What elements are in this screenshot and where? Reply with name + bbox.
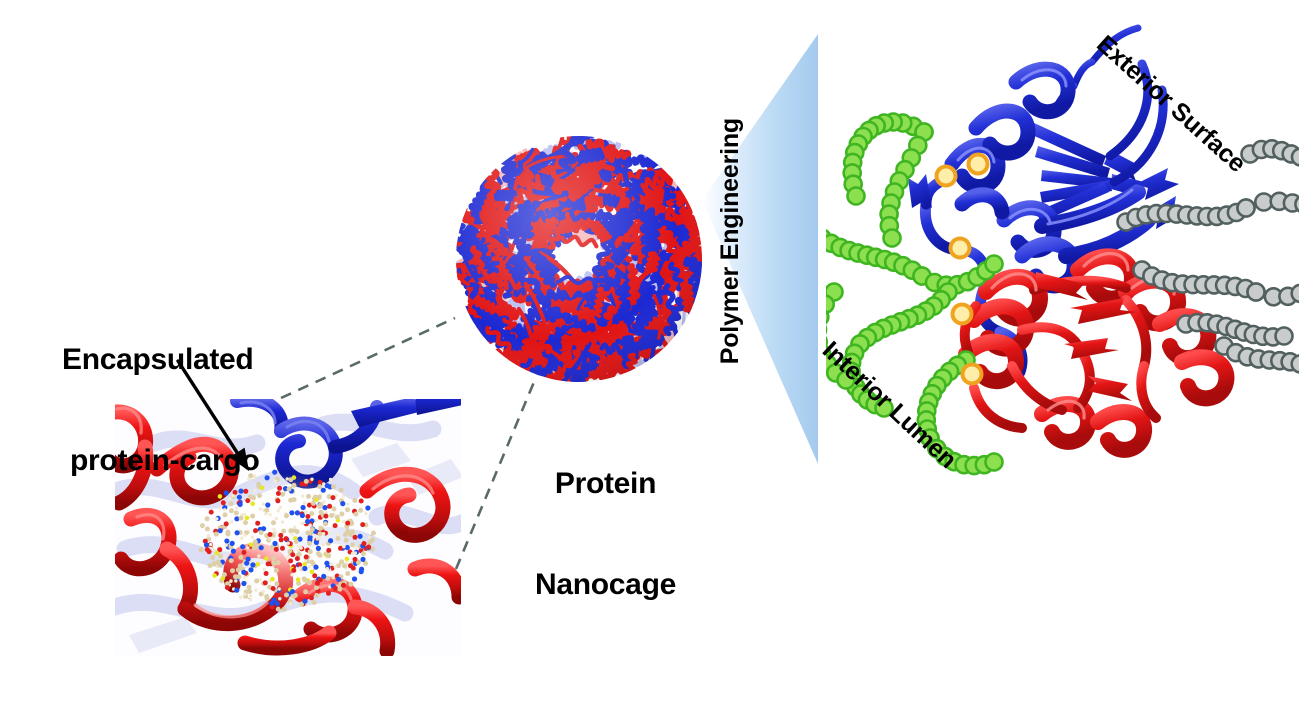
- encapsulated-cargo-label: Encapsulated protein-cargo: [62, 276, 260, 545]
- protein-nanocage-label: Protein Nanocage: [535, 400, 676, 669]
- nanocage-label-line1: Protein: [554, 467, 657, 501]
- cargo-label-line2: protein-cargo: [62, 443, 260, 477]
- arrow-shape: [702, 34, 818, 464]
- cargo-label-line1: Encapsulated: [62, 343, 254, 377]
- nanocage-label-line2: Nanocage: [535, 567, 676, 601]
- inset-link-upper-line: [280, 316, 456, 400]
- polymer-engineering-arrow: [700, 30, 822, 470]
- inset-link-lower-line: [454, 381, 536, 570]
